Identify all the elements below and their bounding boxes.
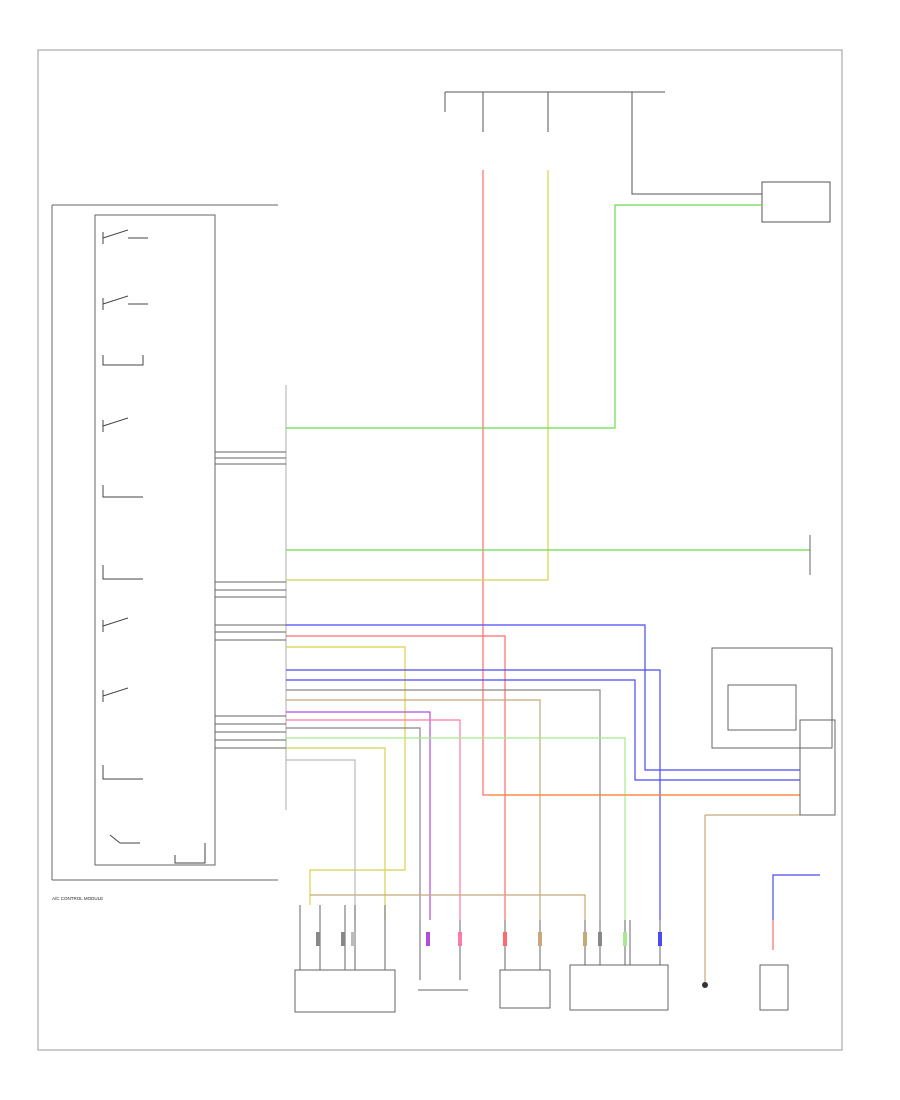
wire-ltgreen-1 (286, 737, 626, 920)
wire-gray-1 (286, 689, 601, 920)
wire-blue-2 (286, 669, 661, 920)
wire-gray-3 (286, 759, 356, 920)
wire-blue-1 (286, 624, 800, 771)
wire-red-vertical (482, 170, 800, 796)
wire-red-2 (286, 635, 506, 920)
wire-tan-1 (286, 699, 541, 920)
terminal-marks (316, 932, 662, 946)
ground-point (702, 982, 708, 988)
fuse-sources (444, 91, 831, 223)
wire-gray-2 (286, 727, 421, 920)
wire-tan-2 (310, 894, 586, 920)
wire-green-sensor (286, 204, 762, 429)
module-label: A/C CONTROL MODULE (52, 896, 103, 901)
ac-control-module (51, 204, 278, 881)
wire-blue-low (772, 874, 820, 920)
bottom-components (294, 905, 669, 1013)
wire-pink-1 (286, 719, 461, 920)
wire-yellow-3 (286, 747, 386, 920)
wire-blue-3 (286, 679, 800, 781)
wire-tan-3 (704, 814, 800, 985)
wire-violet-1 (286, 711, 431, 920)
module-harness (215, 451, 286, 749)
right-components (711, 535, 836, 816)
wire-yellow-2 (286, 646, 406, 905)
diagram-border (37, 49, 843, 1051)
pressure-switch-box (759, 964, 789, 1011)
wire-yellow-vertical (286, 170, 549, 581)
